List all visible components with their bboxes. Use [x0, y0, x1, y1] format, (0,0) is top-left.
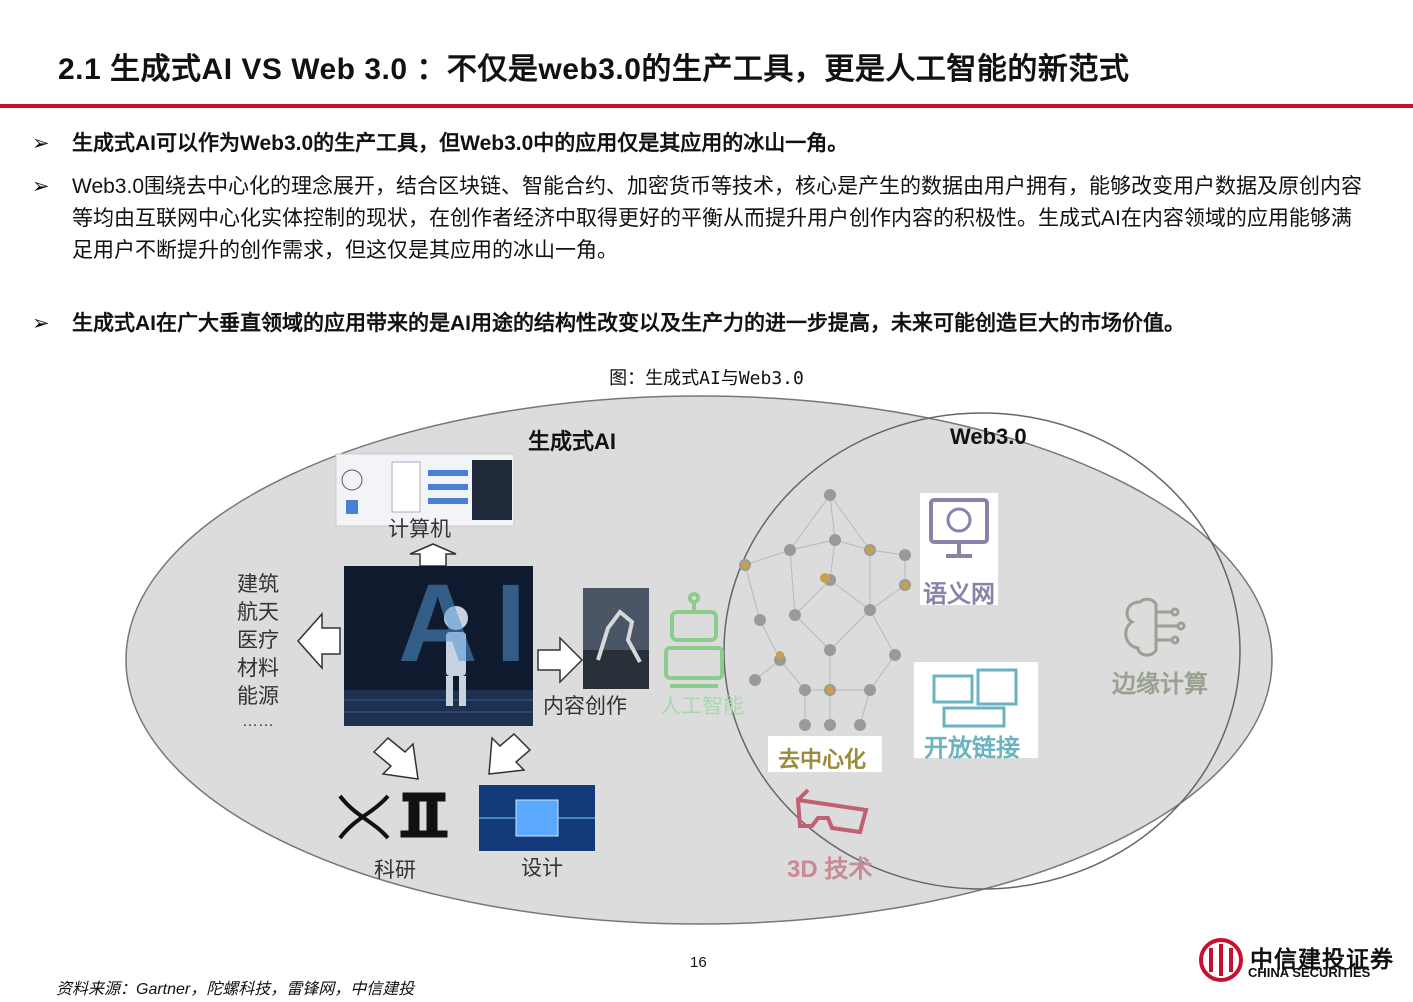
source-note: 资料来源：Gartner，陀螺科技，雷锋网，中信建投	[56, 975, 414, 999]
industry-item: ……	[230, 711, 286, 733]
3d-tech-label: 3D 技术	[787, 849, 872, 884]
china-securities-logo: 中信建投证券 CHINA SECURITIES	[1198, 936, 1398, 986]
industry-item: 航天	[230, 599, 286, 627]
semantic-web-label: 语义网	[923, 574, 995, 609]
open-link-label: 开放链接	[924, 728, 1020, 763]
web3-label: Web3.0	[950, 424, 1027, 450]
industries-list: 建筑 航天 医疗 材料 能源 ……	[230, 571, 286, 733]
content-creation-label: 内容创作	[543, 690, 627, 720]
decentralization-label: 去中心化	[778, 742, 866, 774]
content-creation-image	[583, 588, 649, 689]
ai-hero-text: AI	[398, 560, 544, 687]
page-number: 16	[690, 954, 707, 971]
industry-item: 材料	[230, 655, 286, 683]
industry-item: 医疗	[230, 627, 286, 655]
logo-english-name: CHINA SECURITIES	[1248, 965, 1370, 980]
ai-label: 人工智能	[660, 690, 744, 720]
industry-item: 建筑	[230, 571, 286, 599]
generative-ai-label: 生成式AI	[528, 424, 616, 456]
generative-ai-ellipse	[126, 396, 1272, 924]
research-label: 科研	[374, 854, 416, 884]
edge-computing-label: 边缘计算	[1112, 664, 1208, 699]
design-label: 设计	[521, 852, 563, 882]
computer-label: 计算机	[388, 513, 451, 543]
design-chip-image	[479, 785, 595, 851]
industry-item: 能源	[230, 683, 286, 711]
